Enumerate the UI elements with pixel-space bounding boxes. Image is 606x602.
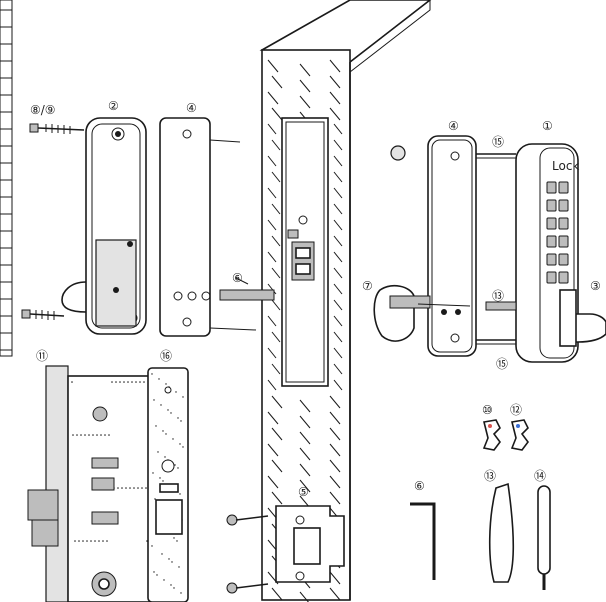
label-part-13-bottom: ⑭ <box>534 469 546 483</box>
fitting-tool <box>488 482 515 583</box>
label-part-13-right: ⑬ <box>492 289 504 303</box>
label-part-5: ⑤ <box>298 485 309 499</box>
strike-screw-bottom <box>226 582 269 594</box>
label-part-4-right: ④ <box>448 119 459 133</box>
label-part-2: ② <box>108 99 119 113</box>
label-part-15-top: ⑮ <box>492 135 504 149</box>
forend-faceplate <box>147 367 189 602</box>
label-part-1: ① <box>542 119 553 133</box>
label-part-11: ⑫ <box>510 403 522 417</box>
label-part-7: ⑥ <box>414 479 425 493</box>
label-part-16: ⑯ <box>160 349 172 363</box>
label-part-15-bottom: ⑮ <box>496 357 508 371</box>
label-part-6-left: ⑥ <box>232 271 243 285</box>
allen-key <box>410 502 436 580</box>
spindle-pin <box>537 485 551 590</box>
svg-text:Lock: Lock <box>552 159 579 173</box>
label-part-12: ⑪ <box>36 349 48 363</box>
strike-screw-top <box>226 514 269 526</box>
label-part-10: ⑩ <box>482 403 493 417</box>
mortice-lock-body <box>27 365 153 602</box>
label-part-14: ⑬ <box>484 469 496 483</box>
inside-gasket <box>159 117 257 337</box>
label-part-4-left: ④ <box>186 101 197 115</box>
spindle-right <box>373 284 471 342</box>
label-part-8-9: ⑧/⑨ <box>30 103 56 117</box>
left-edge-frame <box>0 0 13 357</box>
mounting-screw-top <box>29 123 85 134</box>
label-part-3: ③ <box>590 279 601 293</box>
outside-keypad-unit: Lock <box>515 143 606 363</box>
inside-back-plate <box>61 117 147 335</box>
stud-bolts <box>476 153 517 345</box>
label-part-6-right: ⑦ <box>362 279 373 293</box>
spindle-left <box>219 277 275 301</box>
keypad-buttons <box>546 181 569 284</box>
red-key-tag <box>482 419 501 451</box>
mounting-screw-bottom <box>21 309 65 320</box>
strike-plate <box>226 505 345 594</box>
blue-key-tag <box>510 419 529 451</box>
outside-gasket <box>390 135 477 357</box>
callout-labels: ⑧/⑨ ② ④ ⑥ ④ ⑮ ① ⑦ ⑬ ③ ⑮ ⑪ ⑯ ⑩ ⑫ ⑤ ⑥ ⑬ ⑭ <box>30 99 601 499</box>
